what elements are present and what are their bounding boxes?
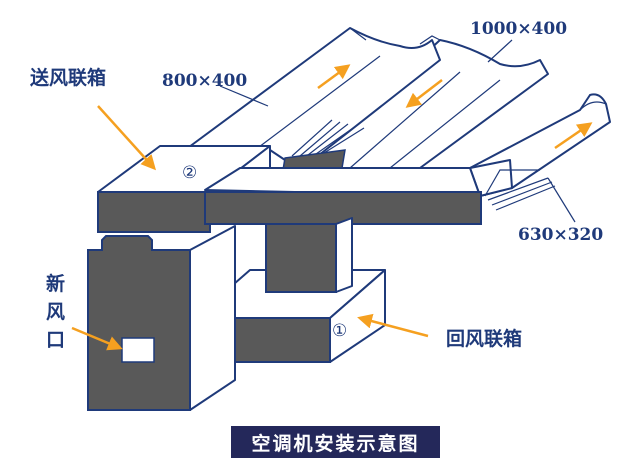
unit-body bbox=[87, 217, 353, 411]
return-dim-leader bbox=[487, 39, 513, 63]
diagram-caption: 空调机安装示意图 bbox=[231, 426, 440, 458]
upper-slab bbox=[204, 167, 482, 225]
fresh-air-pointer bbox=[71, 326, 123, 351]
fresh-air-label-2: 风 bbox=[46, 301, 65, 323]
right-duct bbox=[469, 93, 611, 211]
fresh-air-label-3: 口 bbox=[46, 329, 65, 351]
supply-box-label: 送风联箱 bbox=[30, 66, 106, 89]
supply-duct bbox=[184, 27, 441, 171]
supply-dim-leader bbox=[219, 85, 269, 107]
right-duct-dimension: 630×320 bbox=[518, 225, 603, 245]
supply-box-pointer bbox=[97, 105, 157, 171]
return-plenum-marker: ① bbox=[332, 321, 347, 341]
return-box-pointer bbox=[357, 313, 429, 338]
return-duct bbox=[299, 35, 549, 173]
return-duct-dimension: 1000×400 bbox=[470, 19, 567, 39]
supply-duct-dimension: 800×400 bbox=[162, 71, 247, 91]
right-dim-leader bbox=[547, 177, 576, 223]
return-box-label: 回风联箱 bbox=[446, 327, 522, 350]
supply-flow-arrow bbox=[317, 64, 351, 90]
right-duct-flow-arrow bbox=[554, 122, 593, 150]
return-flow-arrow bbox=[405, 79, 443, 108]
fresh-air-label-1: 新 bbox=[46, 272, 65, 295]
supply-plenum-marker: ② bbox=[182, 163, 197, 183]
